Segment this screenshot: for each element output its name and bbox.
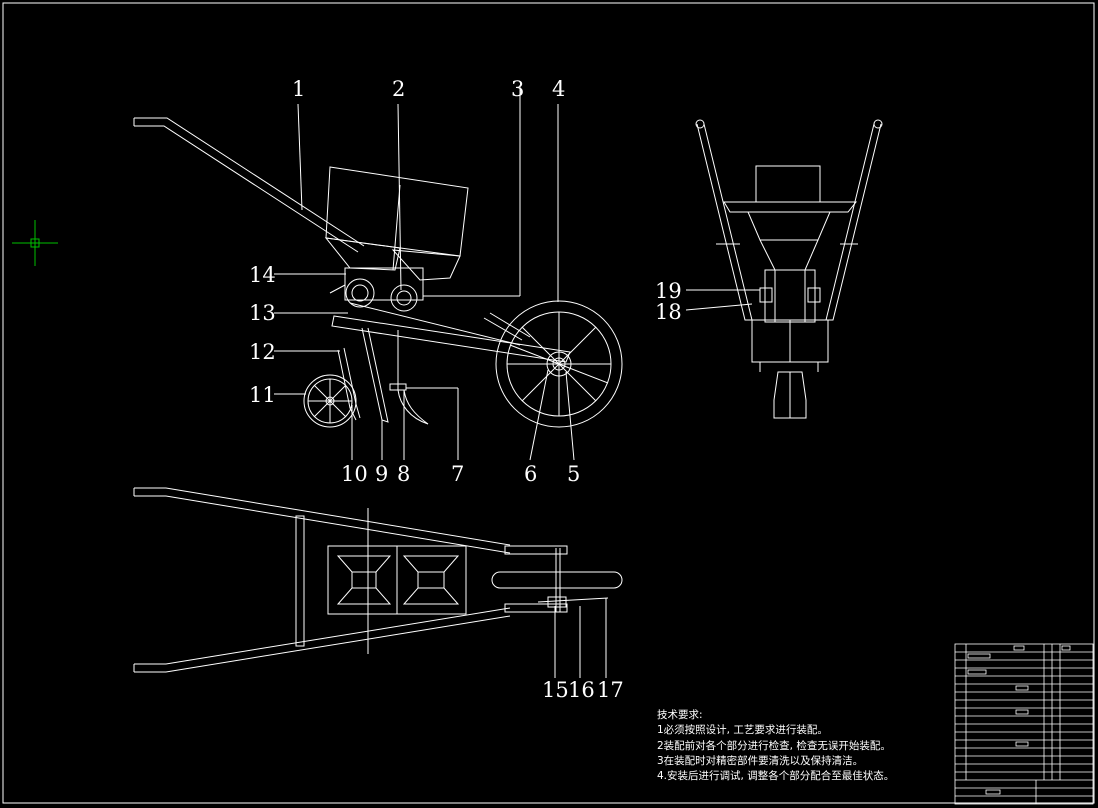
side-view (133, 85, 623, 461)
part-label-3: 3 (511, 77, 524, 101)
tech-requirement-2: 2装配前对各个部分进行检查, 检查无误开始装配。 (657, 739, 891, 752)
part-label-11: 11 (249, 383, 276, 407)
part-label-6: 6 (524, 462, 537, 486)
technical-requirements-note: 技术要求: 1必须按照设计, 工艺要求进行装配。 2装配前对各个部分进行检查, … (657, 708, 894, 784)
top-view (133, 487, 623, 678)
part-label-4: 4 (552, 77, 565, 101)
part-label-9: 9 (375, 462, 388, 486)
title-block (954, 643, 1094, 805)
part-label-10: 10 (341, 462, 368, 486)
part-label-18: 18 (655, 300, 682, 324)
tech-requirement-4: 4.安装后进行调试, 调整各个部分配合至最佳状态。 (657, 770, 895, 783)
part-label-15: 15 (542, 678, 569, 702)
part-label-16: 16 (568, 678, 595, 702)
part-label-5: 5 (567, 462, 580, 486)
part-label-13: 13 (249, 301, 276, 325)
part-label-1: 1 (292, 77, 305, 101)
tech-requirements-heading: 技术要求: (657, 709, 703, 721)
front-view (685, 119, 883, 419)
part-label-17: 17 (597, 678, 624, 702)
crosshair-cursor-icon[interactable] (12, 220, 58, 266)
part-label-8: 8 (397, 462, 410, 486)
tech-requirement-3: 3在装配时对精密部件要清洗以及保持清洁。 (657, 754, 864, 767)
part-label-2: 2 (392, 77, 405, 101)
part-label-19: 19 (655, 279, 682, 303)
part-labels: 1 2 3 4 14 13 12 11 10 9 8 7 6 5 19 18 1… (249, 77, 682, 702)
part-label-14: 14 (249, 263, 276, 287)
tech-requirement-1: 1必须按照设计, 工艺要求进行装配。 (657, 724, 828, 737)
part-label-12: 12 (249, 340, 276, 364)
part-label-7: 7 (451, 462, 464, 486)
